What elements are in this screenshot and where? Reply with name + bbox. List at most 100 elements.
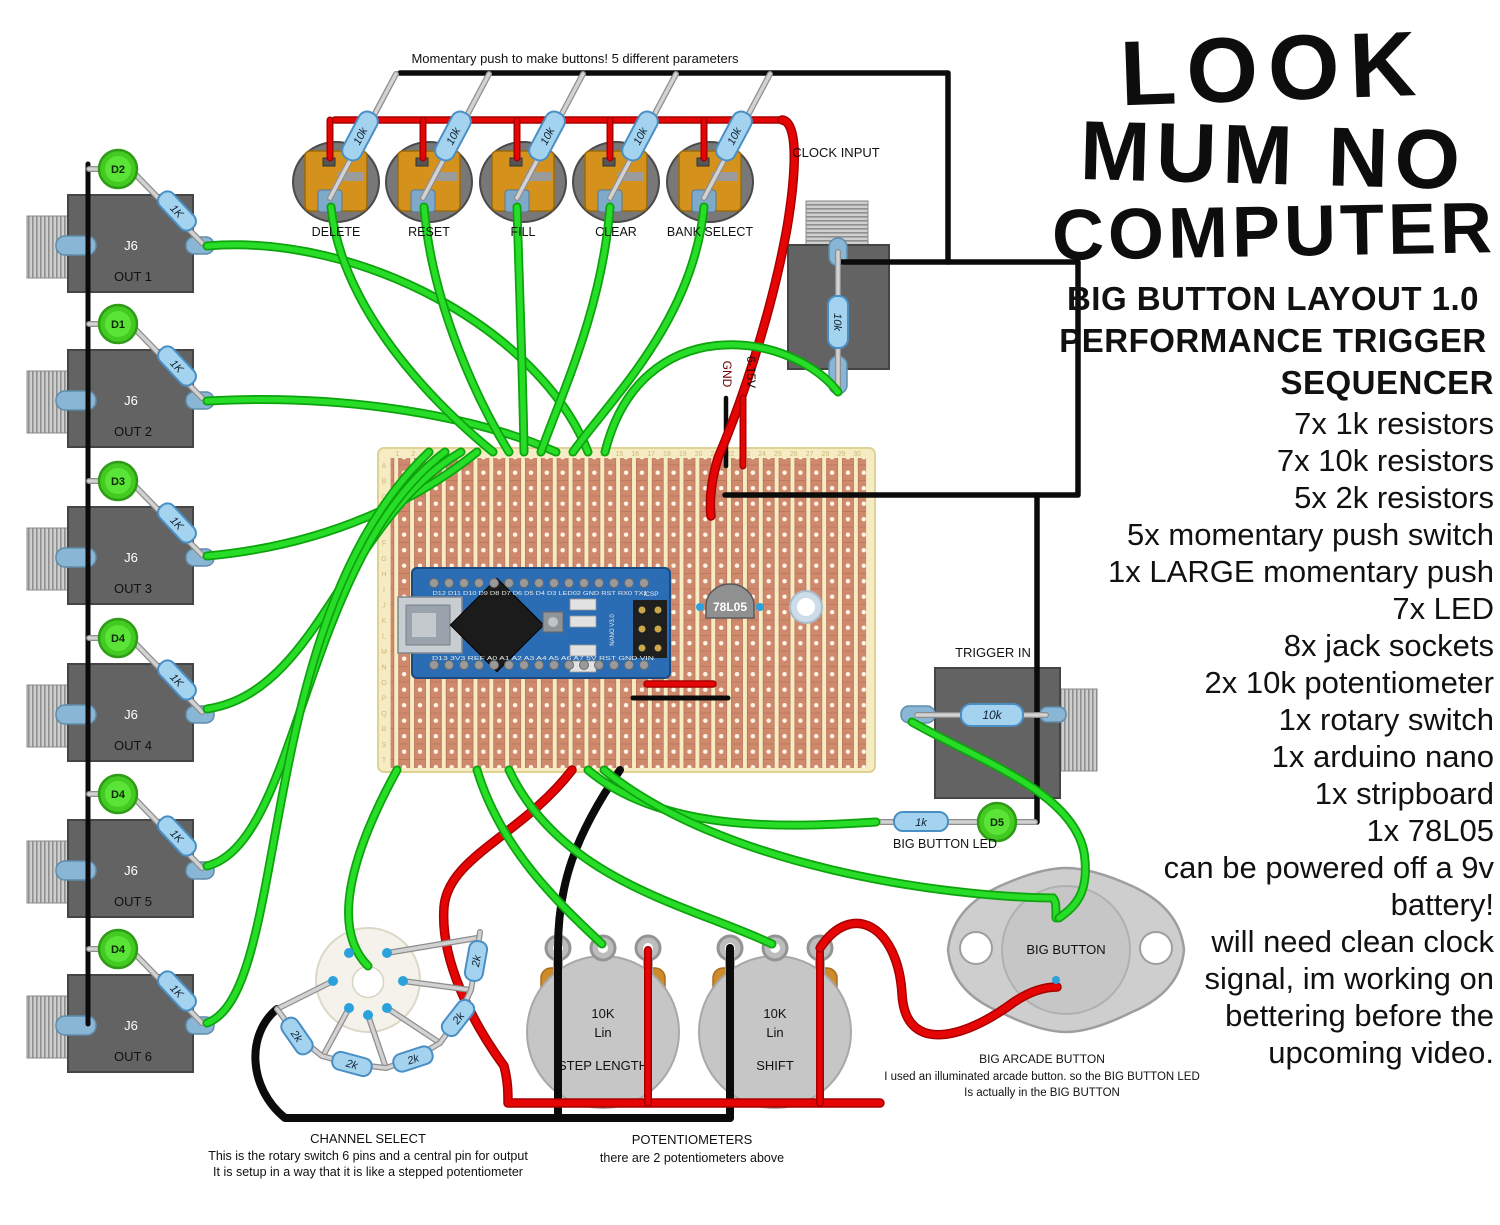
arcade-caption-line1: I used an illuminated arcade button. so … — [884, 1071, 1200, 1083]
clock-input-label: CLOCK INPUT — [792, 145, 879, 160]
svg-text:16: 16 — [631, 451, 639, 458]
svg-text:D1: D1 — [111, 319, 125, 331]
diagram-title: BIG BUTTON LAYOUT 1.0 PERFORMANCE TRIGGE… — [1052, 278, 1494, 405]
svg-text:J: J — [382, 603, 386, 610]
note-line: signal, im working on — [1204, 960, 1494, 996]
led-d4b: D4 — [97, 773, 139, 815]
wire-bbled-green — [585, 767, 879, 828]
svg-text:26: 26 — [790, 451, 798, 458]
big-button-label: BIG BUTTON — [1026, 942, 1105, 957]
led-cathode-stubs — [87, 167, 102, 951]
wire-shift-green — [506, 767, 775, 947]
svg-text:24: 24 — [758, 451, 766, 458]
jack-out-label: OUT 5 — [114, 894, 152, 909]
part-item: 1x 78L05 — [1366, 812, 1494, 848]
led-d4c: D4 — [97, 928, 139, 970]
svg-text:I: I — [383, 587, 385, 594]
nano-top-pin-labels: D12 D11 D10 D9 D8 D7 D6 D5 D4 D3 LED02 G… — [433, 591, 648, 597]
wire-clock-green — [602, 342, 841, 455]
svg-text:25: 25 — [774, 451, 782, 458]
jack-ref-label: J6 — [124, 393, 138, 408]
wire-reset — [421, 204, 512, 455]
jack-ref-label: J6 — [124, 863, 138, 878]
led-d3: D3 — [97, 460, 139, 502]
sidebar: LOOK MUM NO COMPUTER BIG BUTTON LAYOUT 1… — [1051, 13, 1497, 1071]
svg-text:R: R — [381, 727, 386, 734]
svg-text:D4: D4 — [111, 944, 126, 956]
pot-step-length: 10K Lin STEP LENGTH — [526, 934, 680, 1109]
top-note: Momentary push to make buttons! 5 differ… — [411, 51, 739, 66]
part-item: 5x momentary push switch — [1127, 516, 1494, 552]
parts-list: 7x 1k resistors 7x 10k resistors 5x 2k r… — [1052, 405, 1494, 849]
wire-black-rotary-rail — [251, 1005, 734, 1122]
resistor-2k: 2k — [344, 1057, 360, 1072]
resistor-2k: 2k — [405, 1052, 421, 1067]
svg-text:N: N — [381, 665, 386, 672]
svg-text:S: S — [382, 742, 387, 749]
mounting-hole-center — [797, 598, 815, 616]
pot-name: SHIFT — [756, 1058, 794, 1073]
wire-red-pot-stubs — [645, 947, 823, 1106]
led-d1: D1 — [97, 303, 139, 345]
big-arcade-button: BIG BUTTON — [946, 866, 1186, 1034]
wire-black-to-pots — [554, 766, 624, 1122]
svg-text:D5: D5 — [990, 817, 1004, 829]
svg-text:L: L — [382, 634, 386, 641]
title-line-2: PERFORMANCE TRIGGER — [1059, 322, 1487, 360]
pot-taper: Lin — [766, 1025, 783, 1040]
pot-shift: 10K Lin SHIFT — [698, 934, 852, 1109]
pot-value: 10K — [763, 1006, 786, 1021]
note-line: upcoming video. — [1268, 1034, 1494, 1070]
wire-rotary-green — [345, 767, 400, 969]
wire-fill — [514, 204, 527, 455]
svg-text:1: 1 — [396, 451, 400, 458]
nano-bottom-pin-labels: D13 3V3 REF A0 A1 A2 A3 A4 A5 A6 A7 5V R… — [432, 656, 655, 662]
logo-line-3: COMPUTER — [1051, 188, 1497, 277]
jack-ref-label: J6 — [124, 707, 138, 722]
note-line: will need clean clock — [1211, 923, 1494, 959]
svg-text:15: 15 — [616, 451, 624, 458]
nano-pins — [429, 578, 649, 670]
button-label-bank: BANK SELECT — [667, 225, 754, 239]
jack-ref-label: J6 — [124, 1018, 138, 1033]
pots-caption-title: POTENTIOMETERS — [632, 1132, 753, 1147]
svg-text:18: 18 — [663, 451, 671, 458]
svg-text:27: 27 — [806, 451, 814, 458]
jack-out-label: OUT 3 — [114, 581, 152, 596]
part-item: 5x 2k resistors — [1294, 479, 1494, 515]
note-line: can be powered off a 9v — [1163, 849, 1494, 885]
svg-text:28: 28 — [822, 451, 830, 458]
wire-step-green — [474, 767, 605, 947]
jack-out-label: OUT 1 — [114, 269, 152, 284]
wire-clear — [538, 204, 613, 455]
led-d4a: D4 — [97, 617, 139, 659]
arduino-nano: D12 D11 D10 D9 D8 D7 D6 D5 D4 D3 LED02 G… — [397, 567, 671, 679]
diagram-labels: Momentary push to make buttons! 5 differ… — [208, 51, 1200, 1179]
jack-out-label: OUT 6 — [114, 1049, 152, 1064]
icsp-label: ICSP — [643, 591, 658, 598]
part-item: 1x stripboard — [1314, 775, 1494, 811]
wire-clock-run — [722, 259, 1081, 498]
svg-text:22: 22 — [726, 451, 734, 458]
svg-text:D4: D4 — [111, 789, 126, 801]
resistor-2k: 2k — [470, 954, 484, 969]
voltage-regulator-78l05: 78L05 — [696, 583, 764, 619]
button-label-clear: CLEAR — [595, 225, 637, 239]
wires — [85, 70, 1090, 1122]
pot-taper: Lin — [594, 1025, 611, 1040]
svg-text:D3: D3 — [111, 476, 125, 488]
trigger-in-label: TRIGGER IN — [955, 645, 1031, 660]
part-item: 2x 10k potentiometer — [1204, 664, 1494, 700]
rotary-pins — [328, 948, 408, 1020]
svg-text:T: T — [382, 758, 387, 765]
part-item: 8x jack sockets — [1283, 627, 1494, 663]
wire-bigbutton-green — [601, 767, 1059, 921]
note-line: battery! — [1390, 886, 1494, 922]
volts-label: 6-15V — [744, 356, 758, 388]
wire-trigger-green — [909, 719, 1089, 921]
svg-text:G: G — [381, 556, 386, 563]
svg-text:A: A — [382, 463, 387, 470]
svg-text:P: P — [382, 696, 387, 703]
part-item: 7x LED — [1392, 590, 1494, 626]
